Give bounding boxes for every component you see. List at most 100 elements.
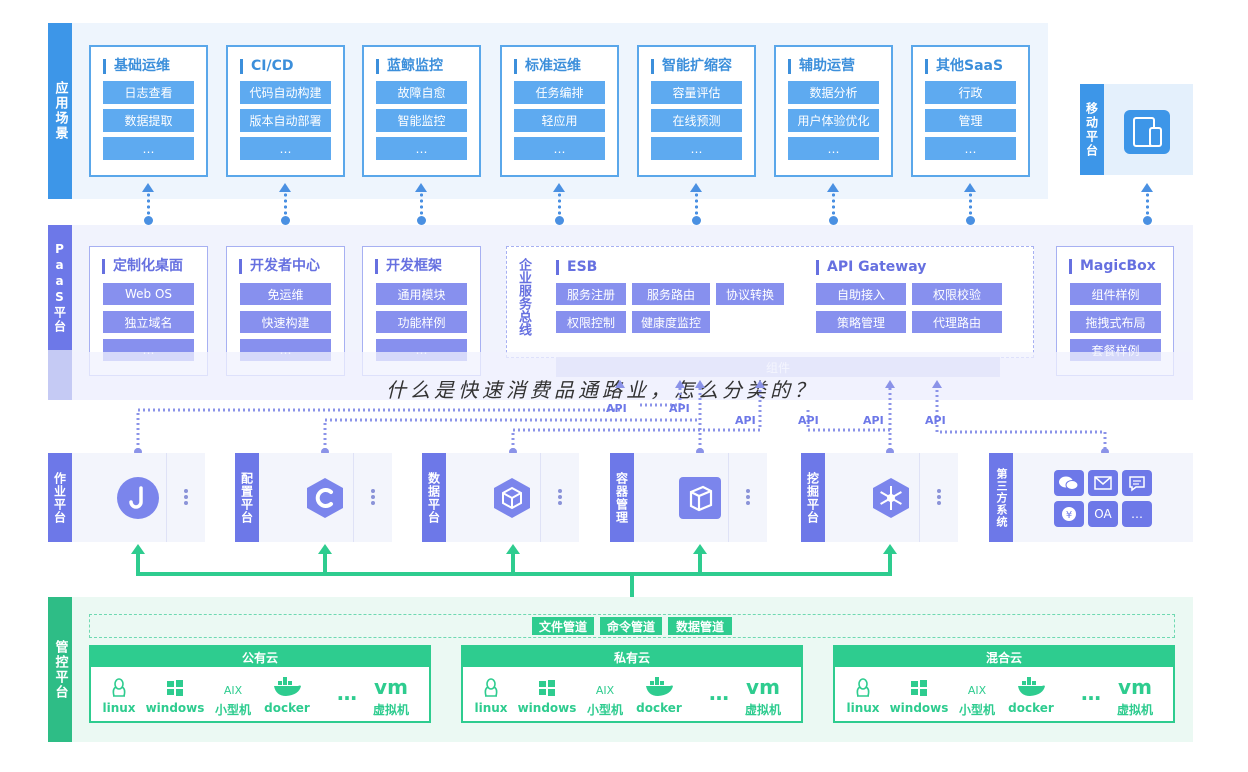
paas-fade-overlay (72, 352, 1193, 400)
paas-card-item[interactable]: 功能样例 (376, 311, 467, 333)
app-card-item[interactable]: 任务编排 (514, 81, 605, 104)
paas-card-item[interactable]: 独立域名 (103, 311, 194, 333)
app-card-title: 蓝鲸监控 (376, 59, 443, 74)
esb-item[interactable]: 协议转换 (716, 283, 784, 305)
esb-item[interactable]: 权限控制 (556, 311, 626, 333)
yen-icon: ¥ (1054, 501, 1084, 527)
cloud-item-icon (833, 675, 893, 697)
paas-card-item[interactable]: 免运维 (240, 283, 331, 305)
kebab-menu-icon[interactable] (745, 488, 751, 506)
app-card-item[interactable]: … (103, 137, 194, 160)
connector-end-dot (555, 216, 564, 225)
cloud-item-label: … (337, 681, 357, 705)
pipeline-tag[interactable]: 命令管道 (600, 617, 662, 635)
cloud-item-icon (89, 675, 149, 697)
magicbox-item[interactable]: 组件样例 (1070, 283, 1161, 305)
paas-card-item[interactable]: 快速构建 (240, 311, 331, 333)
svg-text:¥: ¥ (1066, 510, 1072, 521)
cloud-item[interactable]: docker (1001, 675, 1061, 721)
cloud-item-label: docker (264, 701, 310, 715)
cloud-item-label: 虚拟机 (372, 703, 409, 717)
pipeline-tag[interactable]: 文件管道 (532, 617, 594, 635)
cloud-item[interactable]: linux (833, 675, 893, 721)
connector-arrow-icon (142, 178, 154, 192)
cloud-item-icon (1001, 675, 1061, 697)
paas-card-title: 定制化桌面 (102, 259, 183, 274)
pipeline-tag[interactable]: 数据管道 (668, 617, 732, 635)
dotted-connector (969, 186, 972, 218)
dotted-connector (832, 186, 835, 218)
kebab-menu-icon[interactable] (557, 488, 563, 506)
cloud-item[interactable]: … (1061, 675, 1121, 721)
cloud-item-icon (461, 675, 521, 697)
platform-divider (728, 453, 729, 542)
esb-item[interactable]: 健康度监控 (632, 311, 710, 333)
platform-divider (540, 453, 541, 542)
app-card-item[interactable]: … (240, 137, 331, 160)
app-card-item[interactable]: … (651, 137, 742, 160)
api-label-1: API (606, 402, 627, 415)
cloud-item-label: windows (889, 701, 949, 715)
cloud-item[interactable]: windows (889, 675, 949, 721)
cloud-item[interactable]: docker (629, 675, 689, 721)
paas-layer-label-fade (48, 350, 72, 400)
app-card-item[interactable]: 行政 (925, 81, 1016, 104)
api-gateway-item[interactable]: 自助接入 (816, 283, 906, 305)
esb-item[interactable]: 服务路由 (632, 283, 710, 305)
api-gateway-item[interactable]: 代理路由 (912, 311, 1002, 333)
cloud-item[interactable]: docker (257, 675, 317, 721)
magicbox-item[interactable]: 拖拽式布局 (1070, 311, 1161, 333)
esb-item[interactable]: 服务注册 (556, 283, 626, 305)
cloud-item[interactable]: … (317, 675, 377, 721)
app-card-item[interactable]: … (376, 137, 467, 160)
api-label-3: API (735, 414, 756, 427)
app-card-item[interactable]: 容量评估 (651, 81, 742, 104)
cloud-item[interactable]: windows (517, 675, 577, 721)
app-card-item[interactable]: 管理 (925, 109, 1016, 132)
app-card-item[interactable]: 数据提取 (103, 109, 194, 132)
cloud-item[interactable]: … (689, 675, 749, 721)
kebab-menu-icon[interactable] (936, 488, 942, 506)
more-icon: … (1122, 501, 1152, 527)
api-label-4: API (798, 414, 819, 427)
kebab-menu-icon[interactable] (183, 488, 189, 506)
vm-logo-icon: vm (746, 675, 780, 699)
kebab-menu-icon[interactable] (370, 488, 376, 506)
mobile-label: 移动平台 (1080, 84, 1104, 175)
cloud-item[interactable]: linux (89, 675, 149, 721)
paas-card-item[interactable]: Web OS (103, 283, 194, 305)
app-card-item[interactable]: … (514, 137, 605, 160)
cloud-item[interactable]: windows (145, 675, 205, 721)
app-card-title: 标准运维 (514, 59, 581, 74)
cloud-item-label: 小型机 (958, 703, 995, 717)
aix-logo-icon: AIX (223, 684, 243, 697)
app-card-item[interactable]: 在线预测 (651, 109, 742, 132)
app-card-item[interactable]: 日志查看 (103, 81, 194, 104)
api-gateway-item[interactable]: 策略管理 (816, 311, 906, 333)
cloud-item-label: … (709, 681, 729, 705)
cloud-title: 公有云 (91, 647, 429, 667)
app-card-item[interactable]: … (788, 137, 879, 160)
app-card-item[interactable]: 用户体验优化 (788, 109, 879, 132)
app-card-item[interactable]: 智能监控 (376, 109, 467, 132)
connector-arrow-icon (279, 178, 291, 192)
app-card-item[interactable]: … (925, 137, 1016, 160)
platform-logo-icon (869, 476, 913, 520)
cloud-box: 混合云 (833, 645, 1175, 723)
app-card-item[interactable]: 版本自动部署 (240, 109, 331, 132)
cloud-item[interactable]: linux (461, 675, 521, 721)
app-card-item[interactable]: 数据分析 (788, 81, 879, 104)
api-gateway-item[interactable]: 权限校验 (912, 283, 1002, 305)
paas-card-item[interactable]: 通用模块 (376, 283, 467, 305)
cloud-item-label: linux (102, 701, 136, 715)
app-card-item[interactable]: 代码自动构建 (240, 81, 331, 104)
app-card-item[interactable]: 轻应用 (514, 109, 605, 132)
connector-arrow-icon (415, 178, 427, 192)
app-card-item[interactable]: 故障自愈 (376, 81, 467, 104)
